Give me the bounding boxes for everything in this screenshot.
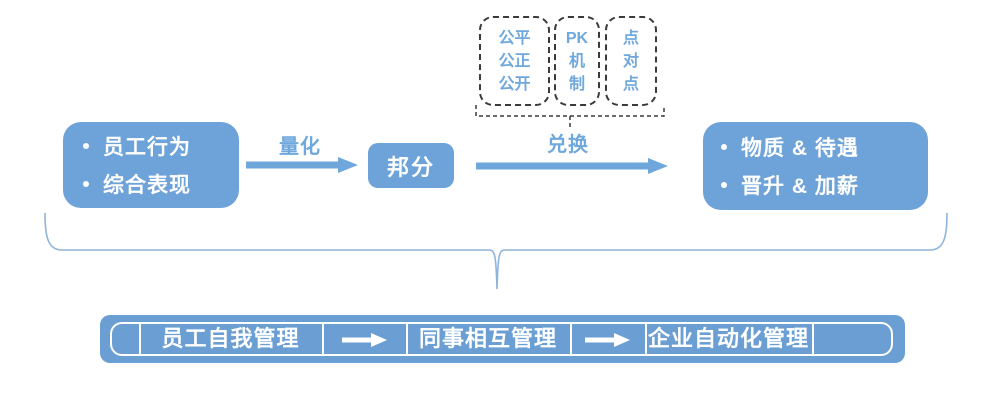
principle-line: 公正 (498, 52, 531, 70)
stage-automated-management: 企业自动化管理 (647, 326, 809, 351)
arrow-right-icon (342, 333, 387, 347)
principle-box-point-to-point: 点 对 点 (605, 16, 657, 106)
bullet-icon (721, 144, 727, 150)
reward-box: 物质 & 待遇 晋升 & 加薪 (703, 122, 928, 210)
principle-line: 对 (622, 52, 639, 70)
arrow-right-icon (476, 158, 668, 174)
bar-divider (812, 322, 814, 356)
principle-line: 公平 (498, 29, 531, 47)
source-box: 员工行为 综合表现 (63, 122, 239, 208)
principle-box-fairness: 公平 公正 公开 (479, 16, 550, 106)
dashed-bracket (475, 105, 665, 130)
reward-item-label: 晋升 & 加薪 (741, 175, 859, 198)
arrow-right-icon (585, 333, 630, 347)
list-item: 物质 & 待遇 (721, 132, 928, 162)
bar-inner-outline (110, 322, 893, 356)
score-box-label: 邦分 (386, 154, 435, 180)
exchange-arrow-label: 兑换 (547, 134, 589, 156)
list-item: 综合表现 (83, 169, 239, 199)
principle-line: 点 (622, 75, 639, 93)
arrow-right-icon (246, 157, 358, 173)
management-stages-bar: 员工自我管理 同事相互管理 企业自动化管理 (100, 315, 905, 363)
bar-divider (139, 322, 141, 356)
stage-self-management: 员工自我管理 (161, 326, 300, 351)
bar-divider (322, 322, 324, 356)
principle-line: 点 (622, 29, 639, 47)
stage-peer-management: 同事相互管理 (418, 326, 557, 351)
curly-brace (44, 212, 948, 290)
quantify-arrow-label: 量化 (279, 136, 321, 158)
list-item: 员工行为 (83, 131, 239, 161)
bar-divider (570, 322, 572, 356)
bullet-icon (83, 181, 89, 187)
principle-line: 公开 (498, 75, 531, 93)
source-item-label: 员工行为 (103, 136, 191, 159)
principle-line: PK (565, 29, 589, 47)
principle-line: 制 (568, 75, 585, 93)
bullet-icon (83, 143, 89, 149)
bullet-icon (721, 182, 727, 188)
principle-line: 机 (568, 52, 585, 70)
reward-item-label: 物质 & 待遇 (741, 137, 859, 160)
bar-divider (645, 322, 647, 356)
bar-divider (406, 322, 408, 356)
principle-box-pk-mechanism: PK 机 制 (554, 16, 600, 106)
source-item-label: 综合表现 (103, 174, 191, 197)
score-box: 邦分 (368, 143, 454, 188)
list-item: 晋升 & 加薪 (721, 170, 928, 200)
